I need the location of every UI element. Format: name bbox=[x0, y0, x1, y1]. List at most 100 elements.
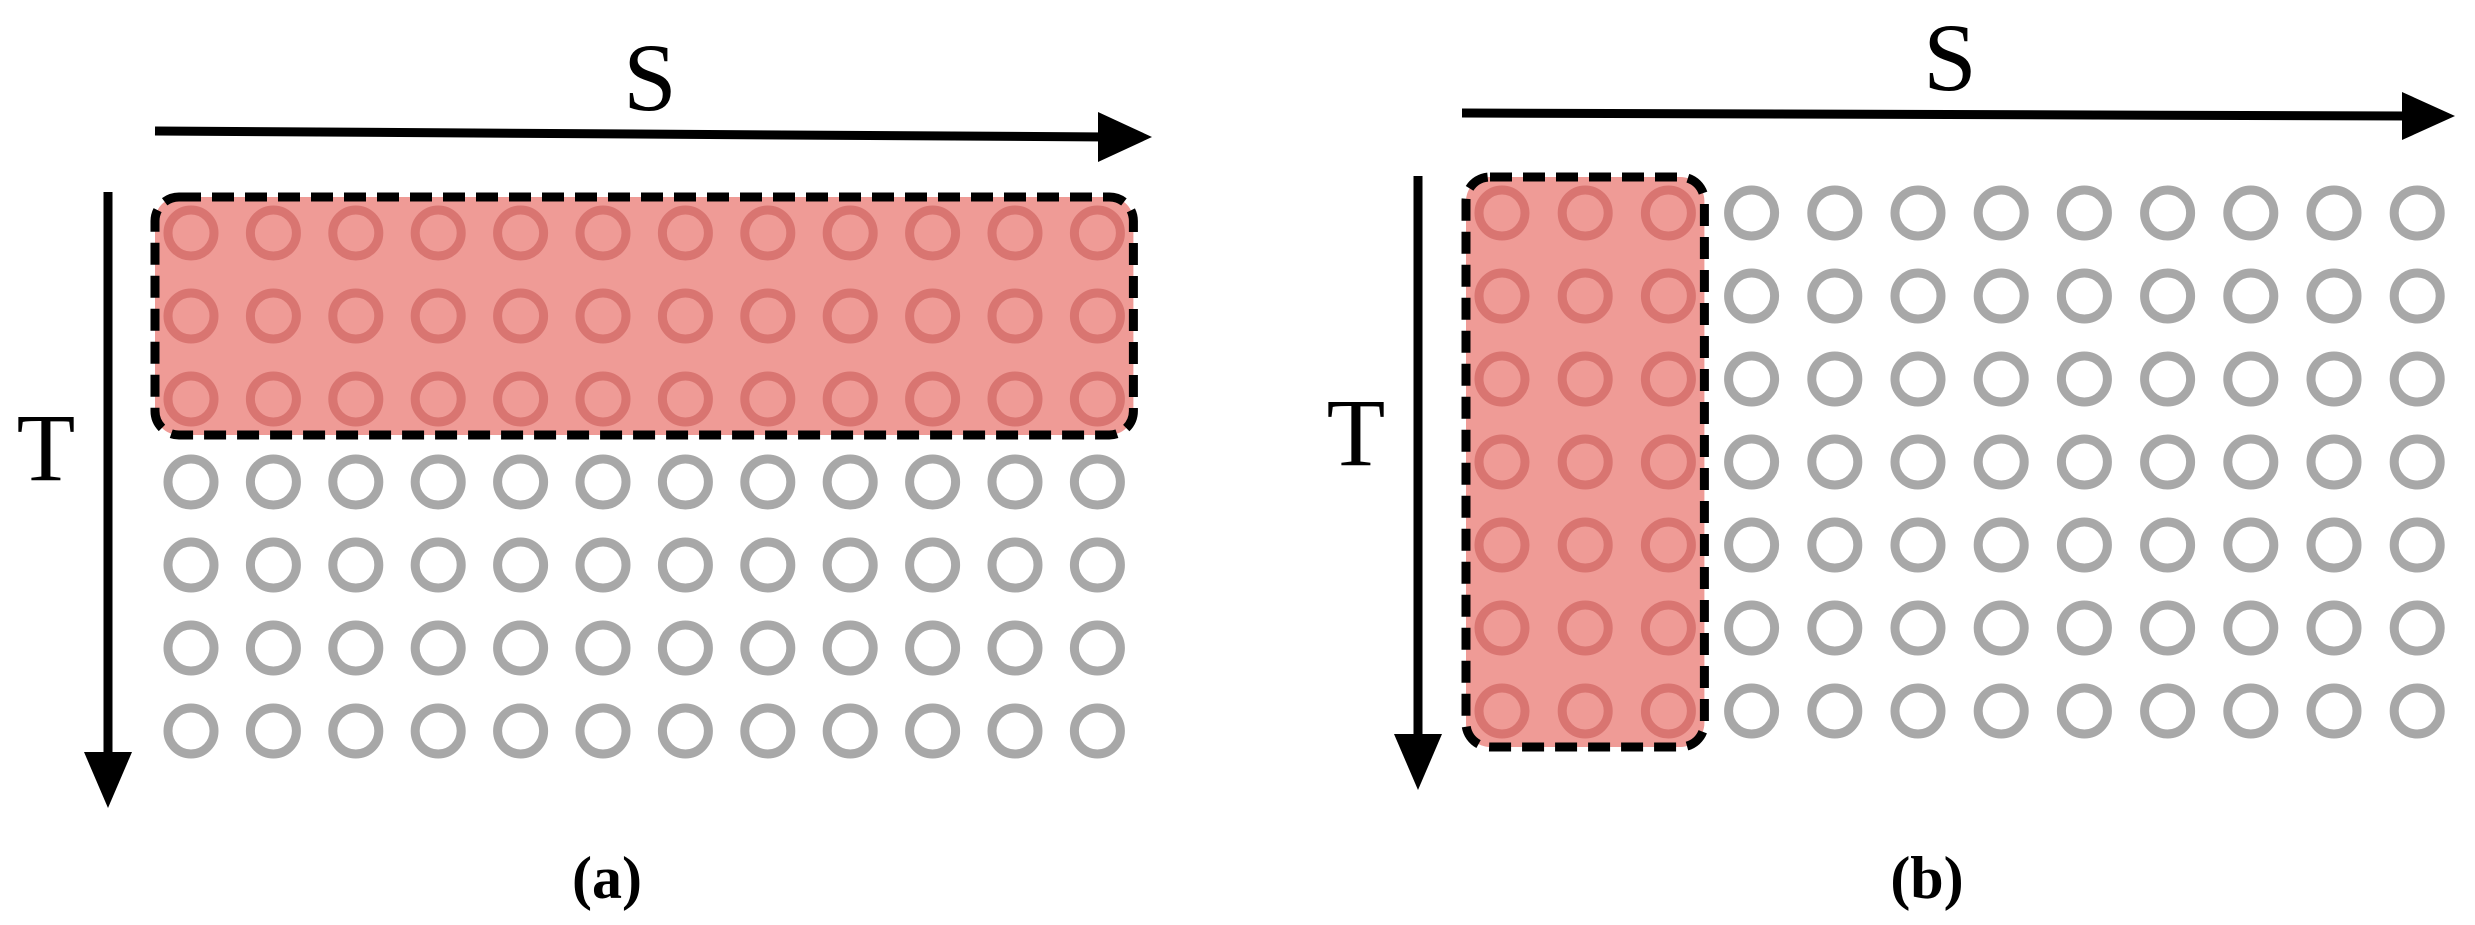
selected-node bbox=[905, 205, 961, 261]
node bbox=[657, 537, 713, 593]
node bbox=[1724, 683, 1780, 739]
node bbox=[2306, 351, 2362, 407]
node bbox=[2056, 185, 2112, 241]
selected-node bbox=[740, 288, 796, 344]
selected-node bbox=[987, 288, 1043, 344]
node bbox=[1807, 683, 1863, 739]
s-axis-arrow bbox=[154, 126, 1111, 142]
node bbox=[328, 620, 384, 676]
node bbox=[1807, 268, 1863, 324]
node bbox=[987, 537, 1043, 593]
s-axis-arrow bbox=[1461, 108, 2411, 121]
node bbox=[163, 454, 219, 510]
selected-node bbox=[163, 371, 219, 427]
selected-node bbox=[1640, 268, 1696, 324]
node bbox=[1807, 434, 1863, 490]
node bbox=[905, 703, 961, 759]
node bbox=[740, 620, 796, 676]
node bbox=[1807, 185, 1863, 241]
node bbox=[2389, 434, 2445, 490]
node bbox=[1890, 517, 1946, 573]
panel-caption: (b) bbox=[1890, 845, 1963, 911]
selected-node bbox=[493, 288, 549, 344]
selected-node bbox=[163, 205, 219, 261]
node bbox=[2389, 600, 2445, 656]
node bbox=[740, 537, 796, 593]
node bbox=[2056, 683, 2112, 739]
t-axis-arrowhead bbox=[1394, 734, 1442, 790]
selected-node bbox=[1474, 351, 1530, 407]
node bbox=[2140, 351, 2196, 407]
node bbox=[1890, 434, 1946, 490]
panel-caption: (a) bbox=[572, 845, 642, 911]
node-grid bbox=[1474, 185, 2445, 739]
selected-node bbox=[245, 288, 301, 344]
highlight-region bbox=[1461, 172, 1709, 752]
node bbox=[1807, 517, 1863, 573]
t-axis-label: T bbox=[1327, 379, 1386, 486]
selected-node bbox=[410, 205, 466, 261]
node bbox=[987, 454, 1043, 510]
node bbox=[2389, 351, 2445, 407]
selected-node bbox=[1557, 683, 1613, 739]
node bbox=[245, 454, 301, 510]
selected-node bbox=[822, 371, 878, 427]
node bbox=[163, 537, 219, 593]
node bbox=[2223, 351, 2279, 407]
node bbox=[1724, 517, 1780, 573]
node bbox=[987, 703, 1043, 759]
node bbox=[1724, 434, 1780, 490]
node bbox=[163, 703, 219, 759]
node bbox=[1724, 351, 1780, 407]
node bbox=[575, 454, 631, 510]
node bbox=[822, 620, 878, 676]
node bbox=[2056, 600, 2112, 656]
node bbox=[245, 537, 301, 593]
node bbox=[2306, 268, 2362, 324]
node bbox=[2306, 434, 2362, 490]
selected-node bbox=[245, 205, 301, 261]
selected-node bbox=[328, 205, 384, 261]
selected-node bbox=[657, 288, 713, 344]
node bbox=[245, 703, 301, 759]
node bbox=[2389, 683, 2445, 739]
node bbox=[1069, 454, 1125, 510]
node bbox=[2140, 517, 2196, 573]
node bbox=[2223, 683, 2279, 739]
node bbox=[740, 703, 796, 759]
selected-node bbox=[328, 288, 384, 344]
selected-node bbox=[822, 288, 878, 344]
selected-node bbox=[1069, 205, 1125, 261]
node bbox=[1890, 351, 1946, 407]
node bbox=[1973, 185, 2029, 241]
selected-node bbox=[1640, 517, 1696, 573]
node bbox=[328, 537, 384, 593]
selected-node bbox=[1557, 268, 1613, 324]
node bbox=[2140, 268, 2196, 324]
node bbox=[2140, 600, 2196, 656]
node bbox=[328, 703, 384, 759]
node bbox=[1973, 351, 2029, 407]
selected-node bbox=[1474, 185, 1530, 241]
s-axis-arrowhead bbox=[1098, 112, 1152, 162]
node bbox=[163, 620, 219, 676]
node bbox=[1973, 268, 2029, 324]
selected-node bbox=[1640, 185, 1696, 241]
node bbox=[1890, 185, 1946, 241]
selected-node bbox=[657, 371, 713, 427]
node bbox=[2056, 517, 2112, 573]
node bbox=[1724, 600, 1780, 656]
selected-node bbox=[1640, 683, 1696, 739]
selected-node bbox=[905, 371, 961, 427]
node bbox=[905, 620, 961, 676]
selected-node bbox=[410, 288, 466, 344]
node bbox=[1890, 268, 1946, 324]
s-axis-label: S bbox=[1923, 4, 1976, 111]
selected-node bbox=[905, 288, 961, 344]
selected-node bbox=[1640, 434, 1696, 490]
node bbox=[1724, 185, 1780, 241]
s-axis-arrowhead bbox=[2402, 92, 2455, 140]
node bbox=[2389, 185, 2445, 241]
selected-node bbox=[1474, 600, 1530, 656]
